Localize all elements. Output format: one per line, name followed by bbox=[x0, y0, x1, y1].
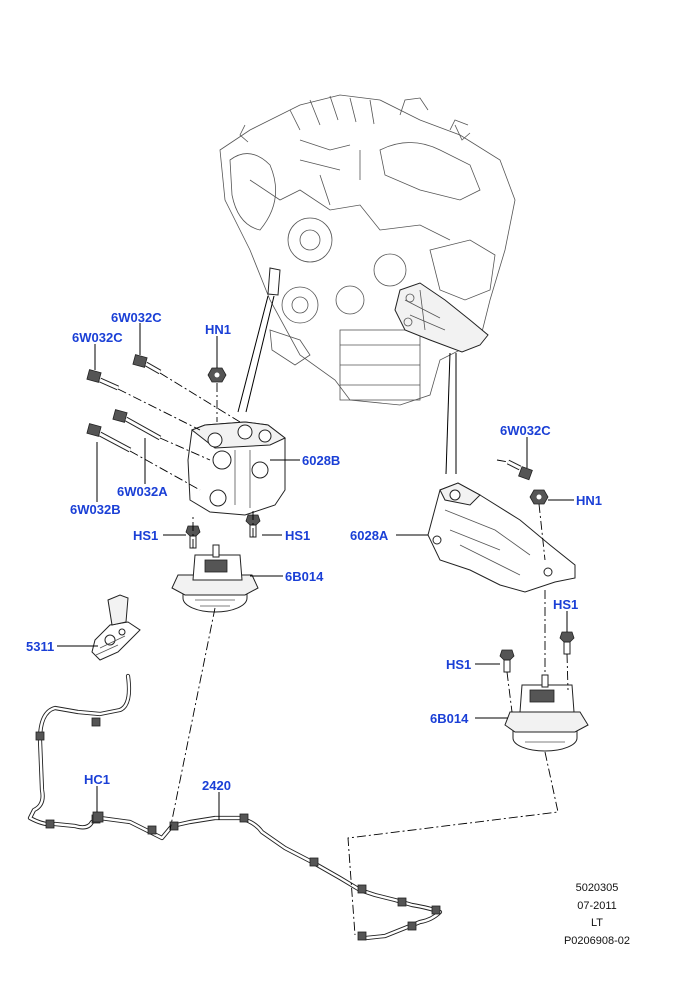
callout-labels: 6W032C 6W032C HN1 6028B 6W032A 6W032B HS… bbox=[26, 310, 602, 793]
callout-hn1-right: HN1 bbox=[576, 493, 602, 508]
nut-hn1-right bbox=[529, 489, 549, 505]
reference-illustration-id: P0206908-02 bbox=[564, 935, 630, 947]
callout-6w032b: 6W032B bbox=[70, 502, 121, 517]
callout-5311: 5311 bbox=[26, 639, 54, 654]
reference-code: LT bbox=[591, 917, 603, 929]
callout-hs1-right-a: HS1 bbox=[553, 597, 578, 612]
bolt-6w032c-left bbox=[86, 369, 120, 391]
bolt-6w032c-right bbox=[506, 459, 533, 481]
bolt-6w032b bbox=[86, 423, 132, 453]
callout-hs1-right-b: HS1 bbox=[446, 657, 471, 672]
engine-mount-6b014-left bbox=[171, 544, 259, 613]
bolt-6w032a bbox=[112, 409, 162, 441]
callout-6b014-right: 6B014 bbox=[430, 711, 469, 726]
right-engine-bracket-on-engine bbox=[394, 282, 489, 353]
engine-mount-bracket-6028a bbox=[427, 482, 576, 593]
engine-block-illustration bbox=[219, 94, 516, 406]
callout-hs1-left-b: HS1 bbox=[285, 528, 310, 543]
callout-6028a: 6028A bbox=[350, 528, 389, 543]
bracket-5311 bbox=[91, 594, 141, 661]
callout-6w032c-left: 6W032C bbox=[72, 330, 123, 345]
callout-leaders bbox=[57, 323, 574, 820]
callout-2420: 2420 bbox=[202, 778, 231, 793]
bolt-6w032c-top bbox=[132, 354, 162, 375]
engine-mount-bracket-6028b bbox=[187, 421, 286, 516]
reference-number: 5020305 bbox=[576, 882, 619, 894]
vacuum-hose-harness-2420 bbox=[27, 673, 443, 941]
callout-6b014-left: 6B014 bbox=[285, 569, 324, 584]
assembly-lines bbox=[117, 295, 569, 936]
callout-6w032a: 6W032A bbox=[117, 484, 168, 499]
stud-hs1-right-a bbox=[499, 649, 515, 673]
reference-block: 5020305 07-2011 LT P0206908-02 bbox=[564, 882, 630, 947]
engine-mount-6b014-right bbox=[504, 674, 589, 752]
callout-hc1: HC1 bbox=[84, 772, 110, 787]
callout-hn1-left: HN1 bbox=[205, 322, 231, 337]
callout-6w032c-right: 6W032C bbox=[500, 423, 551, 438]
stud-hs1-right-b bbox=[559, 631, 575, 655]
callout-6028b: 6028B bbox=[302, 453, 340, 468]
clip-hc1 bbox=[92, 811, 104, 823]
reference-date: 07-2011 bbox=[577, 900, 617, 912]
callout-6w032c-top: 6W032C bbox=[111, 310, 162, 325]
callout-hs1-left-a: HS1 bbox=[133, 528, 158, 543]
nut-hn1-left bbox=[207, 367, 227, 383]
left-engine-bracket-on-engine bbox=[267, 267, 281, 296]
